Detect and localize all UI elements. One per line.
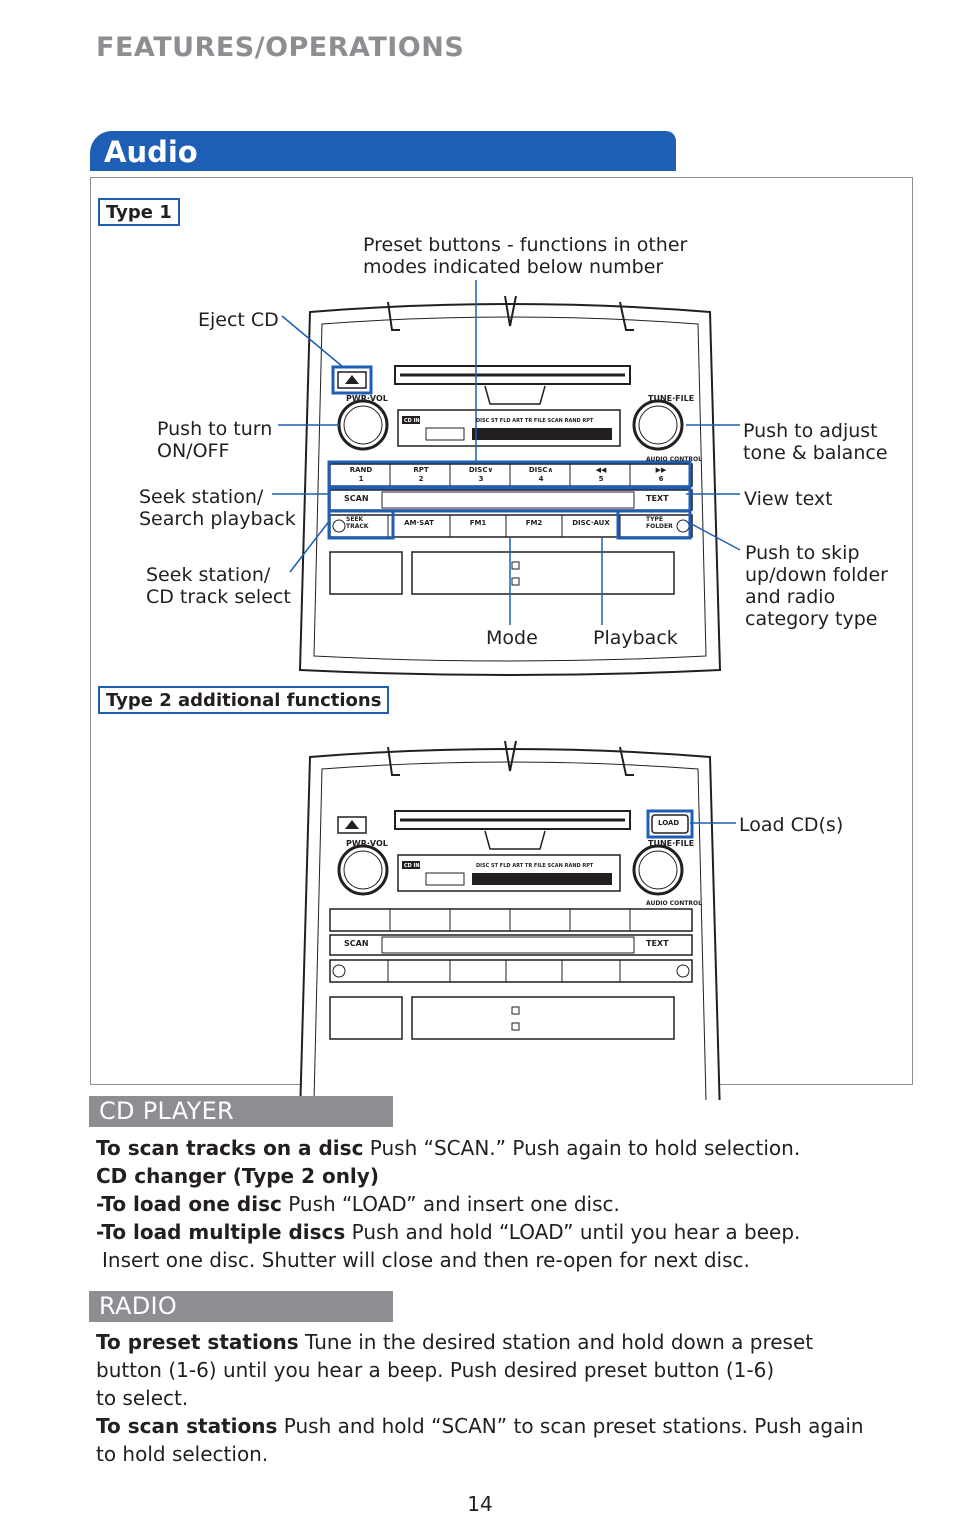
audio-diagram (272, 280, 741, 1100)
cd-load-one-text: Push “LOAD” and insert one disc. (281, 1192, 620, 1216)
cd-scan-label: To scan tracks on a disc (96, 1136, 364, 1160)
callout-seek: Seek station/ CD track select (146, 564, 291, 608)
page-number: 14 (467, 1492, 493, 1516)
cd-load-multi-line: -To load multiple discs Push and hold “L… (96, 1218, 926, 1246)
radio-scan-label: To scan stations (96, 1414, 278, 1438)
tune-file-label-1: TUNE·FILE (648, 394, 695, 403)
preset-4-number: 4 (538, 475, 544, 483)
preset-2-label: RPT (413, 466, 429, 474)
preset-5-number: 5 (598, 475, 604, 483)
pwr-vol-label-1: PWR·VOL (346, 394, 388, 403)
tune-file-label-2: TUNE·FILE (648, 839, 695, 848)
cd-in-label-1: CD IN (404, 418, 420, 424)
pwr-vol-label-2: PWR·VOL (346, 839, 388, 848)
type2-label: Type 2 additional functions (98, 686, 390, 714)
cd-load-one-line: -To load one disc Push “LOAD” and insert… (96, 1190, 926, 1218)
folder-label: FOLDER (646, 523, 673, 530)
preset-5-label: ◀◀ (595, 466, 607, 474)
load-button-label[interactable]: LOAD (658, 819, 680, 827)
radio-preset-text: Tune in the desired station and hold dow… (298, 1330, 814, 1354)
callout-load: Load CD(s) (739, 814, 844, 836)
cd-player-text: To scan tracks on a disc Push “SCAN.” Pu… (96, 1134, 926, 1274)
radio-text: To preset stations Tune in the desired s… (96, 1328, 926, 1468)
callout-text: View text (744, 488, 833, 510)
callout-playback: Playback (593, 627, 678, 649)
type-label: TYPE (646, 516, 663, 523)
seek-label: SEEK (346, 516, 364, 523)
radio-scan-line: To scan stations Push and hold “SCAN” to… (96, 1412, 926, 1440)
callout-eject: Eject CD (198, 309, 279, 331)
cd-load-multi-label: -To load multiple discs (96, 1220, 346, 1244)
preset-1-label: RAND (349, 466, 373, 474)
cd-load-one-label: -To load one disc (96, 1192, 282, 1216)
preset-button-3[interactable]: DISC∨3 (451, 464, 511, 486)
preset-button-5[interactable]: ◀◀5 (571, 464, 631, 486)
display-indicators-2: DISC ST FLD ART TR FILE SCAN RAND RPT (476, 863, 594, 869)
text-button-1[interactable]: TEXT (646, 494, 669, 503)
section-tab: Audio (90, 131, 676, 171)
radio-preset-line2: button (1-6) until you hear a beep. Push… (96, 1358, 775, 1382)
cd-scan-text: Push “SCAN.” Push again to hold selectio… (363, 1136, 801, 1160)
cd-player-banner: CD PLAYER (89, 1096, 393, 1127)
audio-control-label-1: AUDIO CONTROL (646, 456, 702, 463)
radio-type1 (298, 294, 722, 677)
track-label: TRACK (346, 523, 369, 530)
text-button-2[interactable]: TEXT (646, 939, 669, 948)
fm2-button[interactable]: FM2 (525, 519, 543, 527)
preset-1-number: 1 (358, 475, 364, 483)
cd-scan-line: To scan tracks on a disc Push “SCAN.” Pu… (96, 1134, 926, 1162)
preset-3-number: 3 (478, 475, 484, 483)
preset-6-number: 6 (658, 475, 664, 483)
cd-changer-line: CD changer (Type 2 only) (96, 1162, 926, 1190)
preset-2-number: 2 (418, 475, 424, 483)
radio-title: RADIO (99, 1292, 178, 1320)
fm1-button[interactable]: FM1 (469, 519, 487, 527)
cd-load-multi-text: Push and hold “LOAD” until you hear a be… (345, 1220, 801, 1244)
callout-mode: Mode (486, 627, 538, 649)
callout-tone: Push to adjust tone & balance (743, 420, 888, 464)
cd-changer-label: CD changer (Type 2 only) (96, 1164, 379, 1188)
radio-banner: RADIO (89, 1291, 393, 1322)
preset-6-label: ▶▶ (655, 466, 667, 474)
preset-button-4[interactable]: DISC∧4 (511, 464, 571, 486)
radio-preset-line3: to select. (96, 1386, 189, 1410)
callout-scan: Seek station/ Search playback (139, 486, 296, 530)
page-heading: FEATURES/OPERATIONS (96, 32, 465, 63)
callout-folder: Push to skip up/down folder and radio ca… (745, 542, 888, 630)
cd-in-label-2: CD IN (404, 863, 420, 869)
radio-preset-line: To preset stations Tune in the desired s… (96, 1328, 926, 1356)
cd-load-multi-line2: Insert one disc. Shutter will close and … (102, 1248, 750, 1272)
callout-power: Push to turn ON/OFF (157, 418, 273, 462)
audio-control-label-2: AUDIO CONTROL (646, 900, 702, 907)
type1-label: Type 1 (98, 198, 180, 226)
preset-4-label: DISC∧ (528, 466, 554, 474)
disc-aux-button[interactable]: DISC·AUX (572, 519, 610, 527)
preset-button-6[interactable]: ▶▶6 (631, 464, 691, 486)
scan-button-1[interactable]: SCAN (344, 494, 369, 503)
radio-type2 (298, 739, 722, 1100)
radio-scan-line2: to hold selection. (96, 1442, 269, 1466)
scan-button-2[interactable]: SCAN (344, 939, 369, 948)
cd-player-title: CD PLAYER (99, 1097, 235, 1125)
callout-preset: Preset buttons - functions in other mode… (363, 234, 688, 278)
radio-scan-text: Push and hold “SCAN” to scan preset stat… (277, 1414, 864, 1438)
preset-3-label: DISC∨ (468, 466, 494, 474)
am-sat-button[interactable]: AM·SAT (404, 519, 434, 527)
radio-preset-label: To preset stations (96, 1330, 299, 1354)
display-indicators-1: DISC ST FLD ART TR FILE SCAN RAND RPT (476, 418, 594, 424)
mode-row-1: AM·SAT FM1 FM2 DISC·AUX (388, 519, 620, 527)
section-title: Audio (104, 135, 198, 169)
callout-lines (272, 280, 741, 824)
